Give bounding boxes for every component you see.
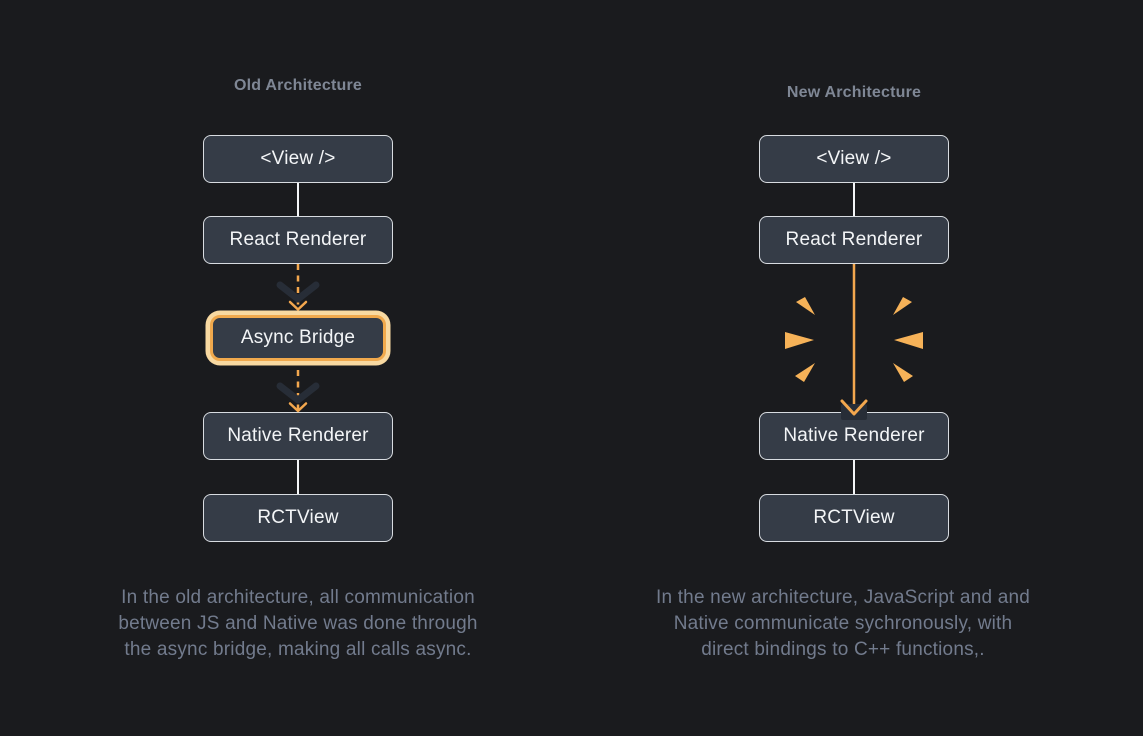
node-native-renderer-new: Native Renderer xyxy=(759,412,949,460)
connector-native-rct-old xyxy=(297,460,299,494)
node-rctview-new: RCTView xyxy=(759,494,949,542)
node-react-renderer-old: React Renderer xyxy=(203,216,393,264)
node-native-renderer-old: Native Renderer xyxy=(203,412,393,460)
new-architecture-caption: In the new architecture, JavaScript and … xyxy=(623,585,1063,663)
connector-view-react-new xyxy=(853,183,855,216)
node-rctview-old: RCTView xyxy=(203,494,393,542)
old-architecture-title: Old Architecture xyxy=(234,77,362,94)
node-react-renderer-new: React Renderer xyxy=(759,216,949,264)
solid-arrow-down-sparks-icon xyxy=(785,264,923,420)
dashed-arrow-down-icon xyxy=(276,264,320,311)
node-view-old: <View /> xyxy=(203,135,393,183)
old-architecture-caption: In the old architecture, all communicati… xyxy=(78,585,518,663)
connector-view-react-old xyxy=(297,183,299,216)
caption-line: Native communicate sychronously, with xyxy=(673,613,1013,634)
caption-line: between JS and Native was done through xyxy=(118,613,478,634)
connector-native-rct-new xyxy=(853,460,855,494)
old-architecture-column: Old Architecture <View /> React Renderer… xyxy=(78,0,518,736)
new-architecture-column: New Architecture <View /> React Renderer… xyxy=(634,0,1074,736)
new-architecture-title: New Architecture xyxy=(786,84,922,101)
caption-line: In the old architecture, all communicati… xyxy=(121,587,475,608)
caption-line: direct bindings to C++ functions,. xyxy=(701,639,985,660)
caption-line: In the new architecture, JavaScript and … xyxy=(655,587,1031,608)
node-async-bridge: Async Bridge xyxy=(210,315,386,361)
caption-line: the async bridge, making all calls async… xyxy=(124,639,472,660)
node-view-new: <View /> xyxy=(759,135,949,183)
dashed-arrow-down-icon xyxy=(276,370,320,413)
